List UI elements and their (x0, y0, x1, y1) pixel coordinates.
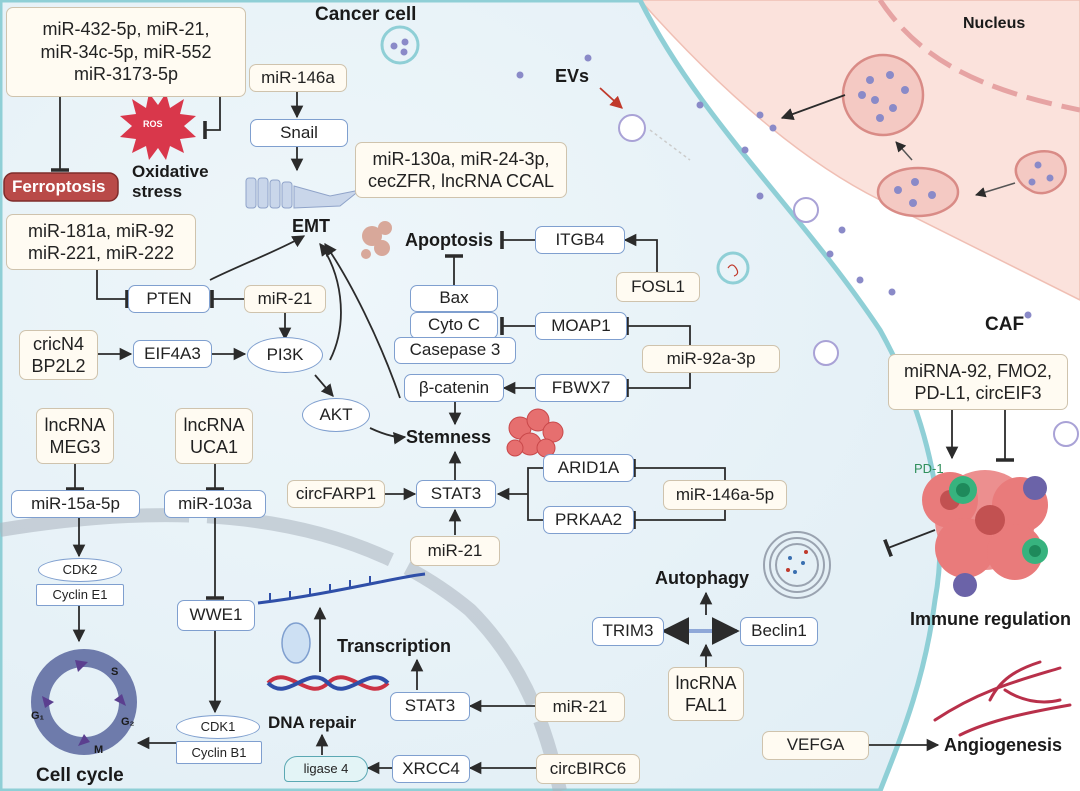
moap1-node: MOAP1 (535, 312, 627, 340)
bax-node: Bax (410, 285, 498, 312)
stemness-graphic (506, 408, 564, 458)
cdk1-node: CDK1 (176, 715, 260, 739)
fosl1-node: FOSL1 (616, 272, 700, 302)
cdk2-node: CDK2 (38, 558, 122, 582)
cyclin-b1-node: Cyclin B1 (176, 741, 262, 764)
cyclin-e1-node: Cyclin E1 (36, 584, 124, 606)
mir-103a-node: miR-103a (164, 490, 266, 518)
mir-146a-node: miR-146a (249, 64, 347, 92)
mir-15a-5p-node: miR-15a-5p (11, 490, 140, 518)
angiogenesis-label: Angiogenesis (944, 735, 1063, 755)
mir-group-ferroptosis: miR-432-5p, miR-21, miR-34c-5p, miR-552 … (6, 7, 246, 97)
casepase-3-node: Casepase 3 (394, 337, 516, 364)
cell-cycle-label: Cell cycle (36, 765, 124, 786)
mir-130a-group: miR-130a, miR-24-3p, cecZFR, lncRNA CCAL (355, 142, 567, 198)
cancer-cell-title: Cancer cell (315, 4, 417, 25)
circbirc6-node: circBIRC6 (536, 754, 640, 784)
pi3k-node: PI3K (247, 337, 323, 373)
ros-burst (120, 93, 196, 160)
mir-92a-3p-node: miR-92a-3p (642, 345, 780, 373)
beta-catenin-node: β-catenin (404, 374, 504, 402)
autophagy-graphic (763, 531, 831, 599)
beclin1-node: Beclin1 (740, 617, 818, 646)
autophagy-label: Autophagy (655, 568, 749, 588)
mir-146a-5p-node: miR-146a-5p (663, 480, 787, 510)
apoptosis-label: Apoptosis (405, 230, 493, 250)
connectors (51, 92, 1014, 775)
pten-node: PTEN (128, 285, 210, 313)
circfarp1-node: circFARP1 (287, 480, 385, 508)
dna-helix-graphic (266, 675, 390, 691)
ligase-4-node: ligase 4 (284, 756, 368, 782)
cyto-c-node: Cyto C (410, 312, 498, 339)
mir-21-node-b: miR-21 (410, 536, 500, 566)
phase-s-label: S (111, 666, 119, 678)
itgb4-node: ITGB4 (535, 226, 625, 254)
arid1a-node: ARID1A (543, 454, 634, 482)
evs-label: EVs (555, 66, 590, 86)
phase-g2-label: G₂ (121, 716, 135, 728)
stat3-node-b: STAT3 (390, 692, 470, 721)
lncrna-uca1-node: lncRNA UCA1 (175, 408, 253, 464)
ferroptosis-pill (3, 172, 119, 202)
stemness-label: Stemness (406, 427, 492, 447)
ferroptosis-label: Ferroptosis (12, 177, 106, 196)
trim3-node: TRIM3 (592, 617, 664, 646)
lncrna-fal1-node: lncRNA FAL1 (668, 667, 744, 721)
mir-181a-group: miR-181a, miR-92 miR-221, miR-222 (6, 214, 196, 270)
ros-label: ROS (143, 119, 163, 129)
vefga-node: VEFGA (762, 731, 869, 760)
immune-regulation-label: Immune regulation (910, 609, 1072, 629)
phase-g1-label: G₁ (31, 710, 45, 722)
dna-repair-label: DNA repair (268, 713, 357, 732)
akt-node: AKT (302, 398, 370, 432)
xrcc4-node: XRCC4 (392, 755, 470, 783)
fbwx7-node: FBWX7 (535, 374, 627, 402)
eif4a3-node: EIF4A3 (133, 340, 212, 368)
stat3-node-a: STAT3 (416, 480, 496, 508)
pd1-label: PD-1 (914, 461, 944, 476)
apoptosis-graphic (361, 221, 392, 259)
wwe1-node: WWE1 (177, 600, 255, 631)
cell-cycle-ring (31, 649, 137, 755)
immune-cluster-graphic (922, 470, 1048, 597)
snail-node: Snail (250, 119, 348, 147)
caf-title: CAF (985, 314, 1025, 335)
phase-m-label: M (94, 744, 104, 756)
nucleus-title: Nucleus (963, 15, 1026, 32)
angiogenesis-graphic (933, 660, 1072, 737)
prkaa2-node: PRKAA2 (543, 506, 634, 534)
caf-mir-group: miRNA-92, FMO2, PD-L1, circEIF3 (888, 354, 1068, 410)
emt-cells-graphic (245, 177, 361, 209)
mir-21-node-c: miR-21 (535, 692, 625, 722)
emt-label: EMT (292, 216, 330, 236)
transcription-label: Transcription (337, 636, 452, 656)
cricn4-node: cricN4 BP2L2 (19, 330, 98, 380)
lncrna-meg3-node: lncRNA MEG3 (36, 408, 114, 464)
mir-21-node-a: miR-21 (244, 285, 326, 313)
oxidative-stress-label: Oxidative stress (132, 162, 209, 202)
